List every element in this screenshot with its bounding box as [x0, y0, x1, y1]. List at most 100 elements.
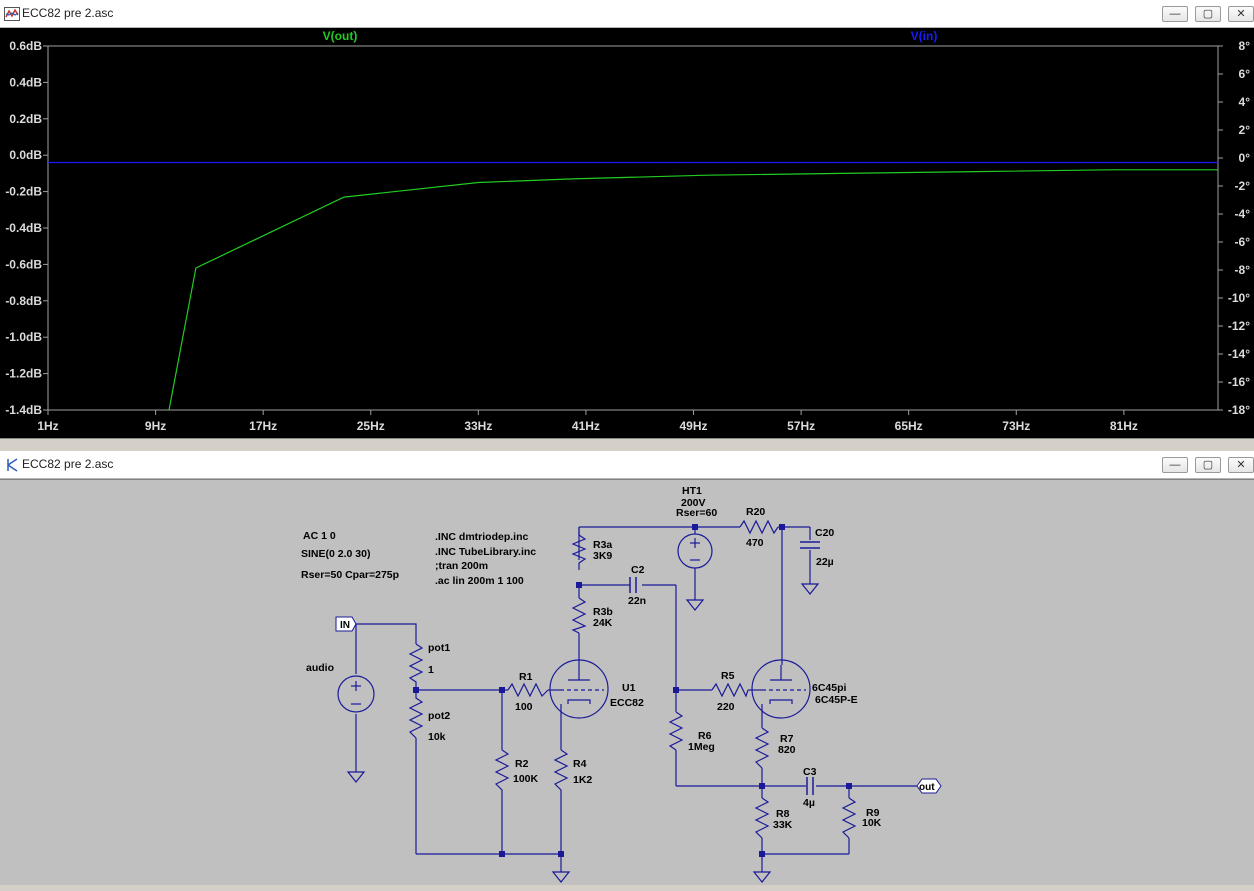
schematic-svg[interactable]: IN out AC 1 0 SINE(0 2.0 30) Rser=50 Cpa…	[0, 480, 1254, 886]
r6-value: 1Meg	[688, 741, 715, 753]
series-line-v-out	[168, 169, 1218, 411]
r7-name: R7	[780, 733, 794, 745]
waveform-titlebar[interactable]: ECC82 pre 2.asc — ▢ ✕	[0, 0, 1254, 28]
r3b-name: R3b	[593, 606, 613, 618]
y-left-tick-label: 0.2dB	[9, 112, 42, 126]
waveform-window-title: ECC82 pre 2.asc	[22, 6, 114, 20]
y-right-tick-label: 2°	[1239, 123, 1251, 137]
waveform-plot-svg[interactable]: 0.6dB0.4dB0.2dB0.0dB-0.2dB-0.4dB-0.6dB-0…	[0, 28, 1254, 438]
resistor-r4	[553, 749, 569, 794]
r3b-value: 24K	[593, 617, 613, 629]
y-right-tick-label: -10°	[1228, 291, 1250, 305]
net-label-in[interactable]: IN	[335, 616, 357, 632]
minimize-button[interactable]: —	[1162, 6, 1188, 22]
x-tick-label: 81Hz	[1110, 419, 1138, 433]
r20-value: 470	[746, 537, 764, 549]
r8-value: 33K	[773, 819, 793, 831]
y-left-tick-label: -1.0dB	[5, 330, 42, 344]
x-tick-label: 1Hz	[37, 419, 58, 433]
schematic-junctions	[413, 524, 852, 857]
y-right-tick-label: -8°	[1235, 263, 1251, 277]
r9-name: R9	[866, 807, 880, 819]
pot2-value: 10k	[428, 731, 446, 743]
y-left-tick-label: -0.6dB	[5, 257, 42, 271]
r20-name: R20	[746, 506, 765, 518]
r4-name: R4	[573, 758, 587, 770]
u1-value: ECC82	[610, 697, 644, 709]
y-left-tick-label: 0.6dB	[9, 39, 42, 53]
directive-ac[interactable]: AC 1 0	[303, 530, 336, 542]
c20-name: C20	[815, 527, 834, 539]
y-right-tick-label: 4°	[1239, 95, 1251, 109]
r2-value: 100K	[513, 773, 539, 785]
ht1-value: 200V	[681, 497, 706, 509]
schematic-canvas[interactable]: IN out AC 1 0 SINE(0 2.0 30) Rser=50 Cpa…	[0, 479, 1254, 885]
y-left-tick-label: -1.4dB	[5, 403, 42, 417]
voltage-source-audio	[337, 675, 375, 713]
waveform-window: ECC82 pre 2.asc — ▢ ✕ 0.6dB 0.4dB 0.2dB 0.0…	[0, 0, 1254, 438]
ground-symbols	[346, 583, 820, 883]
c3-name: C3	[803, 766, 817, 778]
y-left-tick-label: -1.2dB	[5, 367, 42, 381]
v2-value: 6C45P-E	[815, 694, 858, 706]
y-right-tick-label: -14°	[1228, 347, 1250, 361]
legend-v-in[interactable]: V(in)	[911, 29, 938, 43]
resistor-r3b	[571, 597, 587, 634]
resistor-r2	[494, 749, 510, 794]
triode-v2	[751, 659, 811, 719]
resistor-r9	[841, 797, 857, 839]
legend-v-out[interactable]: V(out)	[323, 29, 358, 43]
pot2-name: pot2	[428, 710, 450, 722]
ht1-rser: Rser=60	[676, 507, 717, 519]
y-left-tick-label: -0.2dB	[5, 185, 42, 199]
restore-button[interactable]: ▢	[1195, 6, 1221, 22]
directive-inc2[interactable]: .INC TubeLibrary.inc	[435, 546, 536, 558]
r5-name: R5	[721, 670, 735, 682]
close-button[interactable]: ✕	[1228, 457, 1254, 473]
plot-frame	[47, 45, 1219, 411]
y-right-tick-label: 6°	[1239, 67, 1251, 81]
r1-value: 100	[515, 701, 533, 713]
waveform-window-icon	[4, 7, 20, 21]
directive-inc1[interactable]: .INC dmtriodep.inc	[435, 531, 528, 543]
schematic-window-title: ECC82 pre 2.asc	[22, 457, 114, 471]
x-tick-label: 9Hz	[145, 419, 166, 433]
r4-value: 1K2	[573, 774, 592, 786]
directive-ac-lin[interactable]: .ac lin 200m 1 100	[435, 575, 524, 587]
resistor-pot1	[408, 643, 424, 690]
r1-name: R1	[519, 671, 533, 683]
schematic-window-icon	[7, 458, 18, 472]
net-label-out[interactable]: out	[916, 778, 942, 794]
restore-button[interactable]: ▢	[1195, 457, 1221, 473]
net-label-in-text: IN	[340, 620, 350, 631]
u1-name: U1	[622, 682, 636, 694]
resistor-r3a	[571, 527, 587, 570]
y-left-tick-label: 0.0dB	[9, 148, 42, 162]
y-right-tick-label: -12°	[1228, 319, 1250, 333]
triode-u1	[549, 659, 609, 719]
x-tick-label: 73Hz	[1002, 419, 1030, 433]
y-left-tick-label: 0.4dB	[9, 75, 42, 89]
x-tick-label: 41Hz	[572, 419, 600, 433]
close-button[interactable]: ✕	[1228, 6, 1254, 22]
v2-name: 6C45pi	[812, 682, 847, 694]
directive-sine[interactable]: SINE(0 2.0 30)	[301, 548, 370, 560]
voltage-source-ht1	[677, 533, 713, 569]
r7-value: 820	[778, 744, 796, 756]
directive-tran[interactable]: ;tran 200m	[435, 560, 488, 572]
audio-name: audio	[306, 662, 334, 674]
mdi-separator	[0, 438, 1254, 451]
y-left-tick-label: -0.4dB	[5, 221, 42, 235]
schematic-titlebar[interactable]: ECC82 pre 2.asc — ▢ ✕	[0, 451, 1254, 479]
c2-value: 22n	[628, 595, 646, 607]
pot1-value: 1	[428, 664, 434, 676]
y-right-tick-label: -4°	[1235, 207, 1251, 221]
directive-rser[interactable]: Rser=50 Cpar=275p	[301, 569, 399, 581]
capacitors	[629, 541, 820, 795]
y-right-tick-label: 8°	[1239, 39, 1251, 53]
net-label-out-text: out	[919, 782, 935, 793]
c20-value: 22µ	[816, 556, 834, 568]
minimize-button[interactable]: —	[1162, 457, 1188, 473]
r3a-value: 3K9	[593, 550, 612, 562]
